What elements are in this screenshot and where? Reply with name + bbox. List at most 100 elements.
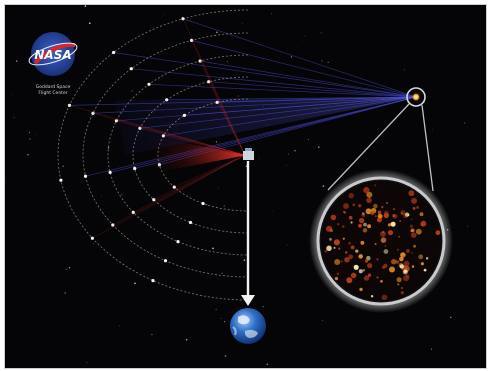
background-star	[29, 132, 30, 134]
collector-spacecraft	[198, 59, 202, 63]
formation-arc	[57, 9, 249, 301]
active-region	[359, 287, 363, 292]
active-region	[397, 283, 400, 286]
background-star	[463, 122, 465, 124]
collector-spacecraft	[165, 98, 169, 102]
active-region	[381, 294, 388, 301]
active-region	[358, 254, 363, 259]
logo-caption-line1: Goddard Space	[36, 84, 71, 90]
active-region	[365, 208, 372, 215]
active-region	[393, 208, 395, 211]
collector-spacecraft	[59, 178, 63, 182]
active-region	[370, 210, 375, 215]
active-region	[387, 223, 392, 227]
collector-spacecraft	[151, 279, 155, 283]
background-star	[403, 69, 405, 71]
active-region	[419, 212, 424, 217]
active-region	[400, 210, 406, 216]
background-star	[88, 22, 91, 25]
active-region	[366, 255, 371, 261]
active-region	[377, 210, 382, 215]
active-region	[425, 257, 429, 260]
active-region	[336, 272, 339, 275]
active-region	[411, 265, 415, 268]
nasa-logo: NASA	[28, 32, 78, 76]
background-star	[286, 244, 288, 246]
active-region	[333, 246, 336, 249]
collector-spacecraft	[111, 223, 115, 227]
background-star	[41, 324, 43, 326]
background-star	[288, 153, 289, 155]
background-star	[100, 196, 102, 198]
active-region	[373, 203, 378, 209]
active-region	[410, 232, 417, 238]
background-star	[212, 247, 214, 250]
collector-spacecraft	[108, 170, 112, 174]
active-region	[376, 258, 379, 261]
background-star	[35, 133, 37, 135]
active-region	[345, 251, 348, 254]
active-region	[348, 215, 353, 220]
active-region	[411, 197, 418, 204]
active-region	[390, 221, 396, 227]
background-star	[302, 40, 304, 42]
active-region	[324, 249, 328, 253]
nasa-wordmark: NASA	[34, 48, 71, 62]
background-star	[294, 150, 296, 152]
active-region	[383, 212, 389, 219]
active-region	[348, 192, 354, 199]
red-beam	[174, 154, 246, 188]
collector-spacecraft	[152, 198, 156, 202]
zoom-line-right	[421, 104, 434, 192]
background-star	[322, 185, 325, 187]
active-region	[395, 260, 400, 264]
background-star	[217, 188, 219, 190]
earth-icon	[230, 308, 266, 344]
collector-spacecraft	[163, 259, 168, 263]
active-region	[374, 243, 377, 246]
background-star	[390, 154, 392, 155]
active-region	[405, 249, 410, 253]
red-beam	[216, 102, 246, 156]
active-region	[367, 273, 372, 277]
collector-spacecraft	[129, 67, 133, 71]
formation-arc	[107, 54, 249, 256]
background-star	[220, 318, 222, 320]
background-star	[240, 208, 242, 209]
active-region	[408, 190, 415, 197]
background-star	[185, 339, 188, 341]
background-star	[298, 144, 299, 145]
active-region	[410, 218, 413, 221]
red-beam	[92, 154, 246, 239]
collector-spacecraft	[67, 103, 72, 107]
background-star	[320, 32, 322, 34]
red-beam-lines	[69, 18, 246, 239]
background-star	[431, 129, 433, 131]
active-region	[366, 197, 372, 204]
active-region	[402, 255, 405, 258]
active-region	[403, 260, 410, 267]
active-region	[379, 216, 381, 218]
active-region	[380, 236, 387, 243]
background-star	[307, 139, 309, 140]
collector-spacecraft	[83, 174, 88, 178]
background-star	[68, 267, 71, 269]
red-beam	[153, 154, 246, 200]
active-region	[391, 259, 397, 265]
background-star	[85, 18, 87, 19]
active-region	[344, 257, 350, 263]
active-region	[410, 228, 415, 233]
collector-spacecraft	[90, 236, 94, 240]
active-region	[389, 266, 395, 273]
active-region	[367, 262, 373, 269]
active-region	[360, 240, 365, 245]
active-region	[366, 191, 373, 198]
formation-arc	[82, 32, 249, 278]
active-region	[409, 224, 414, 228]
background-star	[84, 5, 87, 7]
active-region	[342, 237, 345, 240]
background-star	[271, 13, 273, 15]
background-star	[215, 308, 217, 310]
red-beam	[182, 18, 246, 156]
zoom-line-left	[327, 103, 410, 191]
